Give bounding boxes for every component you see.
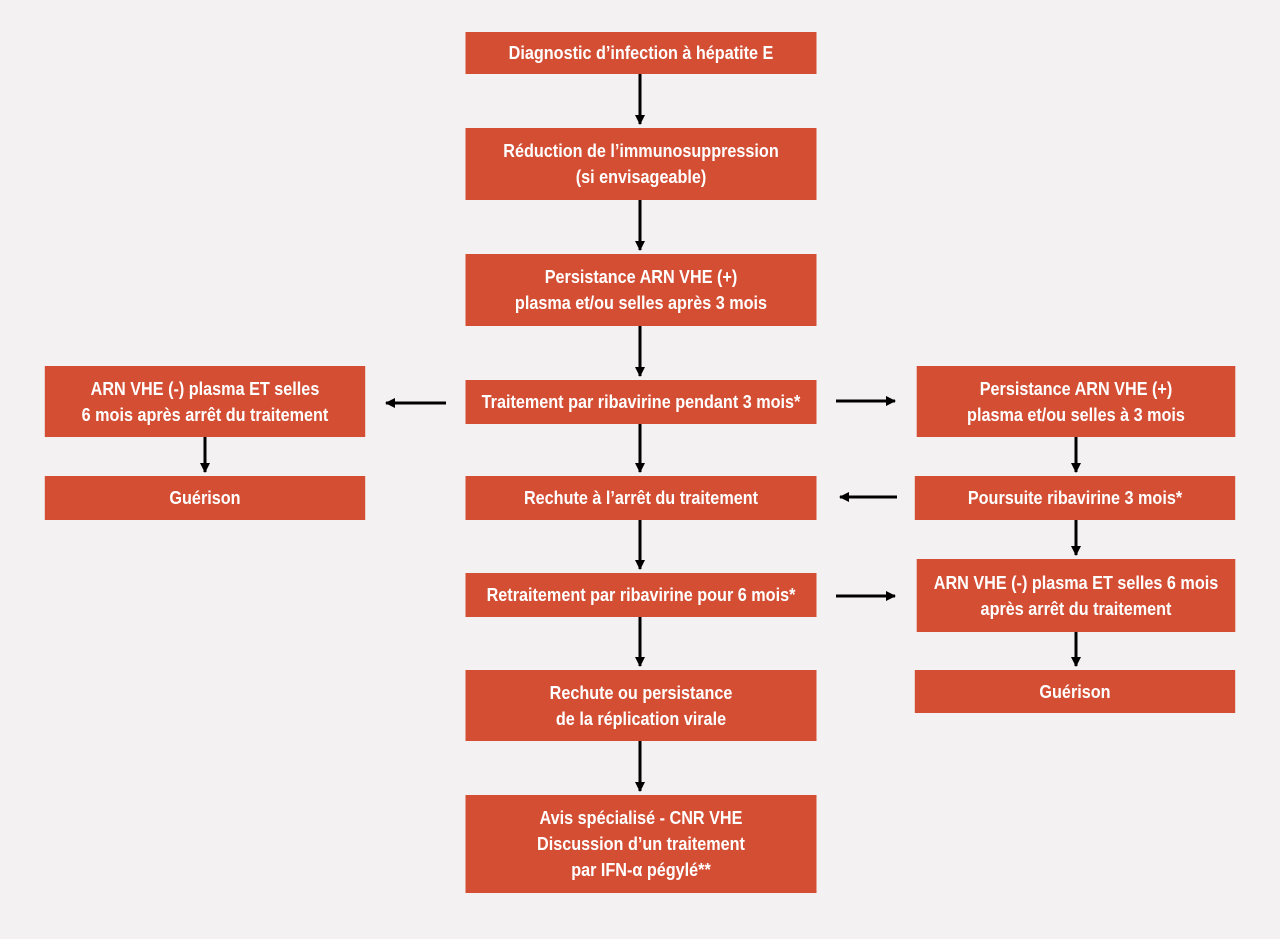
node-text-line: Traitement par ribavirine pendant 3 mois… [481,392,801,412]
node-text-line: Persistance ARN VHE (+) [979,378,1173,399]
node-text-line: Diagnostic d’infection à hépatite E [508,43,774,63]
node-text-line: ARN VHE (-) plasma ET selles [90,378,320,399]
node-guerison-left: Guérison [44,476,366,520]
node-text-line: Avis spécialisé - CNR VHE [539,808,743,828]
node-text-line: Rechute à l’arrêt du traitement [523,488,759,508]
node-text-line: Réduction de l’immunosuppression [503,141,779,161]
node-arn-negatif-right: ARN VHE (-) plasma ET selles 6 mois après… [916,559,1236,632]
node-text-line: Discussion d’un traitement [537,834,745,854]
node-text-line: plasma et/ou selles après 3 mois [514,293,768,313]
node-arn-negatif-left: ARN VHE (-) plasma ET selles 6 mois après… [44,366,366,437]
node-text-line: Guérison [1039,681,1111,702]
node-poursuite-ribavirine: Poursuite ribavirine 3 mois* [914,476,1236,520]
node-text-line: Persistance ARN VHE (+) [544,267,738,287]
node-avis-specialise: Avis spécialisé - CNR VHE Discussion d’un… [465,795,817,893]
node-text-line: plasma et/ou selles à 3 mois [967,404,1185,425]
node-reduction-immunosuppression: Réduction de l’immunosuppression (si envi… [465,128,817,200]
node-text-line: Poursuite ribavirine 3 mois* [967,488,1183,508]
node-text-line: Guérison [169,488,241,508]
node-text-line: (si envisageable) [575,167,707,187]
node-text-line: de la réplication virale [555,708,727,729]
node-retraitement: Retraitement par ribavirine pour 6 mois* [465,573,817,617]
node-text-line: Retraitement par ribavirine pour 6 mois* [486,585,796,605]
node-text-line: après arrêt du traitement [980,598,1172,619]
node-guerison-right: Guérison [914,670,1236,713]
node-persistance-right: Persistance ARN VHE (+) plasma et/ou sell… [916,366,1236,437]
node-text-line: ARN VHE (-) plasma ET selles 6 mois [933,572,1219,593]
node-persistance-3-mois: Persistance ARN VHE (+) plasma et/ou sell… [465,254,817,326]
node-text-line: 6 mois après arrêt du traitement [81,404,329,425]
node-rechute-arret: Rechute à l’arrêt du traitement [465,476,817,520]
node-text-line: par IFN-α pégylé** [571,860,711,880]
node-diagnostic: Diagnostic d’infection à hépatite E [465,32,817,74]
node-rechute-persistance: Rechute ou persistance de la réplication … [465,670,817,741]
node-text-line: Rechute ou persistance [549,682,733,703]
node-traitement-ribavirine: Traitement par ribavirine pendant 3 mois… [465,380,817,424]
